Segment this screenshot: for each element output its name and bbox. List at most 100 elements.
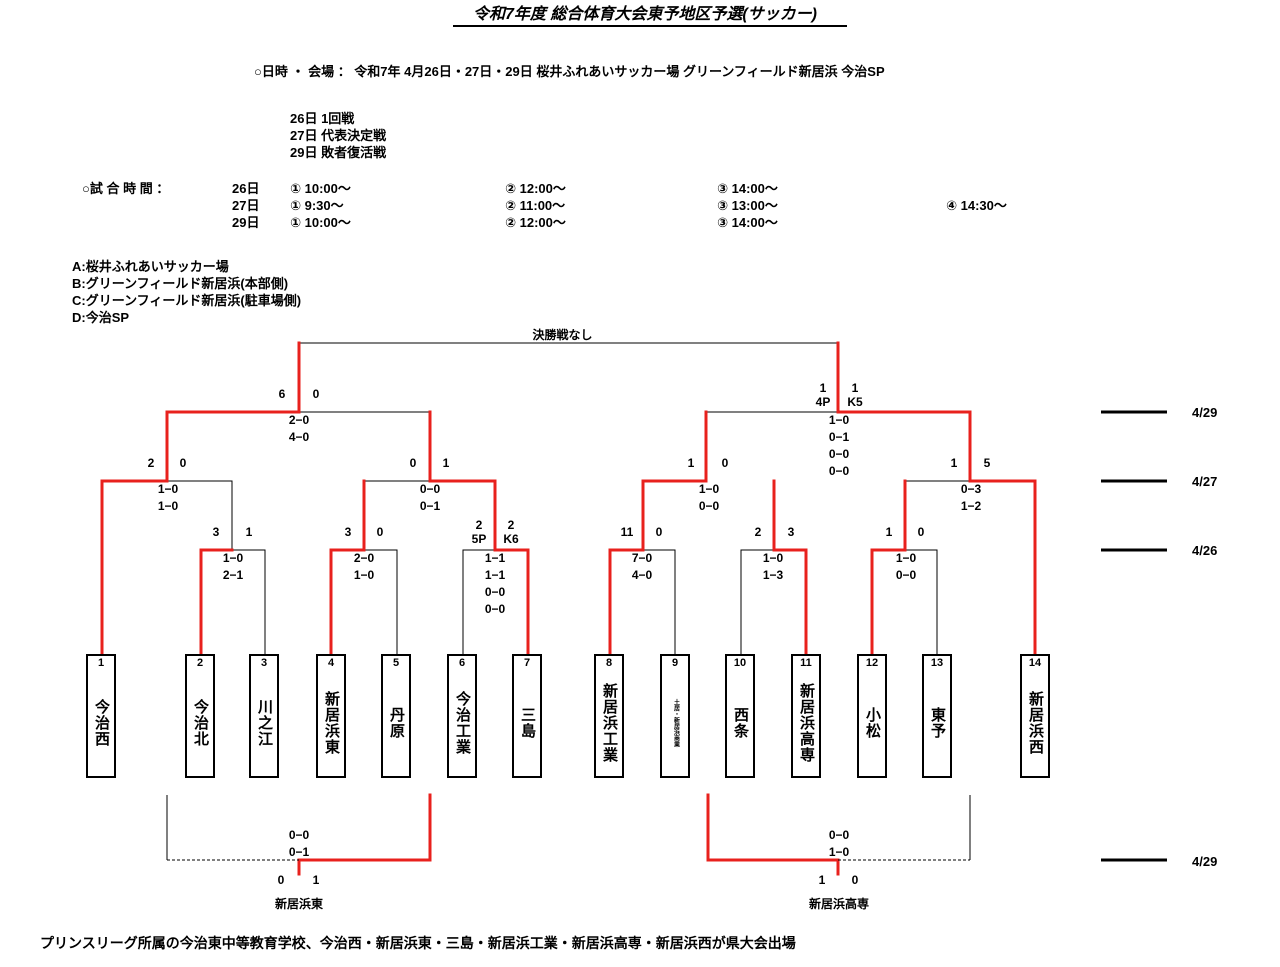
match-halves: 4−0 <box>631 568 653 582</box>
repechage-winner: 新居浜東 <box>274 897 323 911</box>
match-score-left: 3 <box>212 525 220 539</box>
match-halves: 1−0 <box>353 568 375 582</box>
team-name: 小松 <box>864 707 881 739</box>
match-halves: 1−0 <box>828 845 850 859</box>
team-name: 今治工業 <box>454 691 471 755</box>
match-score-right: 1 <box>442 456 450 470</box>
match-score-left: 1 <box>885 525 893 539</box>
footer-note: プリンスリーグ所属の今治東中等教育学校、今治西・新居浜東・三島・新居浜工業・新居… <box>40 935 796 951</box>
match-score-right: 0 <box>655 525 663 539</box>
match-halves: 4−0 <box>288 430 310 444</box>
team-name: 東予 <box>929 707 946 739</box>
time-slot: ① 10:00～ <box>290 181 351 196</box>
team-number: 11 <box>800 657 812 669</box>
team-box: 11 新居浜高専 <box>791 654 821 778</box>
match-score-left: 1 <box>687 456 695 470</box>
match-score-right: 1 <box>312 873 320 887</box>
team-name: 今治北 <box>192 699 209 747</box>
round-date-r2: 4/27 <box>1192 474 1218 489</box>
match-score-left: 11 <box>620 525 634 539</box>
team-name: 三島 <box>519 707 536 739</box>
dates-venue: ○日時 ・ 会場 ： 令和7年 4月26日・27日・29日 桜井ふれあいサッカー… <box>254 64 885 79</box>
bracket-line <box>905 549 938 654</box>
bracket-line <box>167 480 233 550</box>
match-halves: 0−0 <box>419 482 441 496</box>
bracket-line <box>462 549 495 654</box>
bracket-line <box>643 549 676 654</box>
team-number: 13 <box>930 657 944 669</box>
match-halves: 0−3 <box>960 482 982 496</box>
match-score-right: 0 <box>721 456 729 470</box>
match-halves: 0−0 <box>895 568 917 582</box>
team-box: 13 東予 <box>922 654 952 778</box>
match-score-left: 3 <box>344 525 352 539</box>
team-box: 10 西条 <box>725 654 755 778</box>
bracket-line <box>232 549 266 654</box>
match-halves: 2−0 <box>288 413 310 427</box>
team-name: 西条 <box>732 707 749 739</box>
team-number: 9 <box>671 657 679 669</box>
time-slot: ② 11:00～ <box>505 198 566 213</box>
match-score-right: 1 <box>245 525 253 539</box>
time-slot: ④ 14:30～ <box>946 198 1007 213</box>
match-halves: 1−0 <box>222 551 244 565</box>
match-score-left: 6 <box>278 387 286 401</box>
team-number: 10 <box>733 657 747 669</box>
schedule-day-3: 29日 敗者復活戦 <box>290 145 387 160</box>
match-halves: 0−1 <box>828 430 850 444</box>
team-name: 新居浜高専 <box>798 683 815 763</box>
time-slot: ③ 14:00～ <box>717 181 778 196</box>
bracket-line <box>364 549 398 654</box>
winner-path <box>836 341 1037 656</box>
match-score-right: 2 K6 <box>503 518 519 546</box>
team-box: 1 今治西 <box>86 654 116 778</box>
schedule-day-1: 26日 1回戦 <box>290 111 355 126</box>
team-name: 新居浜東 <box>323 691 340 755</box>
match-halves: 0−0 <box>288 828 310 842</box>
winner-path <box>329 479 366 656</box>
team-number: 2 <box>196 657 204 669</box>
bracket-line <box>740 549 774 654</box>
team-box: 14 新居浜西 <box>1020 654 1050 778</box>
team-number: 3 <box>260 657 268 669</box>
match-halves: 1−2 <box>960 499 982 513</box>
time-slot: ① 10:00～ <box>290 215 351 230</box>
match-halves: 7−0 <box>631 551 653 565</box>
match-score-right: 0 <box>376 525 384 539</box>
team-number: 12 <box>865 657 879 669</box>
time-day: 26日 <box>232 181 260 196</box>
winner-path <box>706 793 840 876</box>
winner-path <box>100 341 301 656</box>
winner-path <box>608 410 708 656</box>
venue-b: B:グリーンフィールド新居浜(本部側) <box>72 276 289 291</box>
match-score-left: 0 <box>277 873 285 887</box>
round-date-r1: 4/26 <box>1192 543 1218 558</box>
match-score-left: 2 5P <box>471 518 487 546</box>
time-slot: ② 12:00～ <box>505 215 566 230</box>
match-score-right: 3 <box>787 525 795 539</box>
match-halves: 0−0 <box>484 602 506 616</box>
team-name: 新居浜西 <box>1027 691 1044 755</box>
time-day: 27日 <box>232 198 260 213</box>
team-number: 1 <box>97 657 105 669</box>
match-halves: 0−0 <box>828 464 850 478</box>
match-score-right: 5 <box>983 456 991 470</box>
team-name: 今治西 <box>93 699 110 747</box>
match-halves: 2−1 <box>222 568 244 582</box>
final-label: 決勝戦なし <box>532 328 593 342</box>
team-number: 8 <box>605 657 613 669</box>
match-score-left: 1 4P <box>815 381 831 409</box>
match-score-right: 1 K5 <box>847 381 863 409</box>
time-slot: ③ 14:00～ <box>717 215 778 230</box>
match-score-right: 0 <box>851 873 859 887</box>
match-halves: 0−0 <box>484 585 506 599</box>
match-halves: 1−0 <box>895 551 917 565</box>
match-halves: 2−0 <box>353 551 375 565</box>
team-number: 14 <box>1028 657 1042 669</box>
match-score-left: 1 <box>818 873 826 887</box>
